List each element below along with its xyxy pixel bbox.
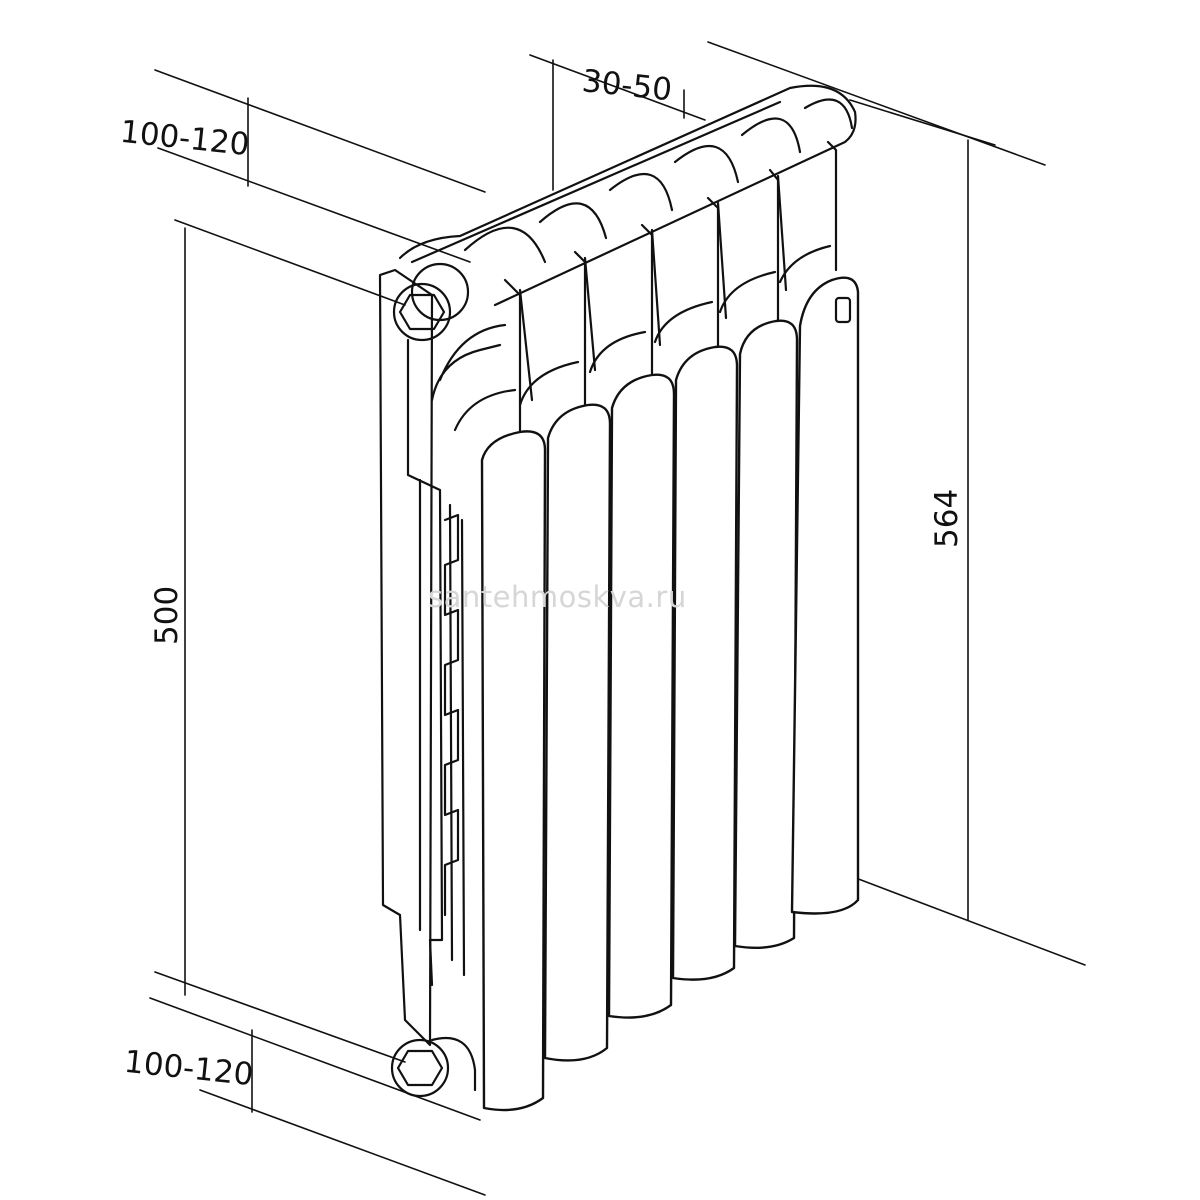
fin-4 <box>671 345 739 981</box>
total-height-label: 564 <box>929 489 965 548</box>
brand-logo <box>834 296 852 324</box>
fin-2 <box>543 403 612 1062</box>
bottom-plug-icon <box>390 1036 477 1098</box>
side-channel <box>406 338 444 987</box>
watermark: santehmoskva.ru <box>428 580 687 614</box>
top-crests <box>463 98 854 264</box>
fin-1 <box>480 430 547 1112</box>
fin-5 <box>733 319 799 949</box>
top-depth-label: 100-120 <box>118 114 251 163</box>
top-plug-icon <box>392 262 470 342</box>
top-manifold <box>398 84 857 307</box>
dimension-lines <box>149 41 1086 1196</box>
axis-distance-label: 500 <box>149 586 185 645</box>
radiator <box>378 84 860 1112</box>
bottom-depth-label: 100-120 <box>122 1044 255 1093</box>
side-panel <box>378 268 434 1047</box>
fin-6 <box>790 276 860 915</box>
back-fins <box>453 244 832 432</box>
gap-label: 30-50 <box>580 63 673 108</box>
fin-3 <box>607 373 676 1019</box>
